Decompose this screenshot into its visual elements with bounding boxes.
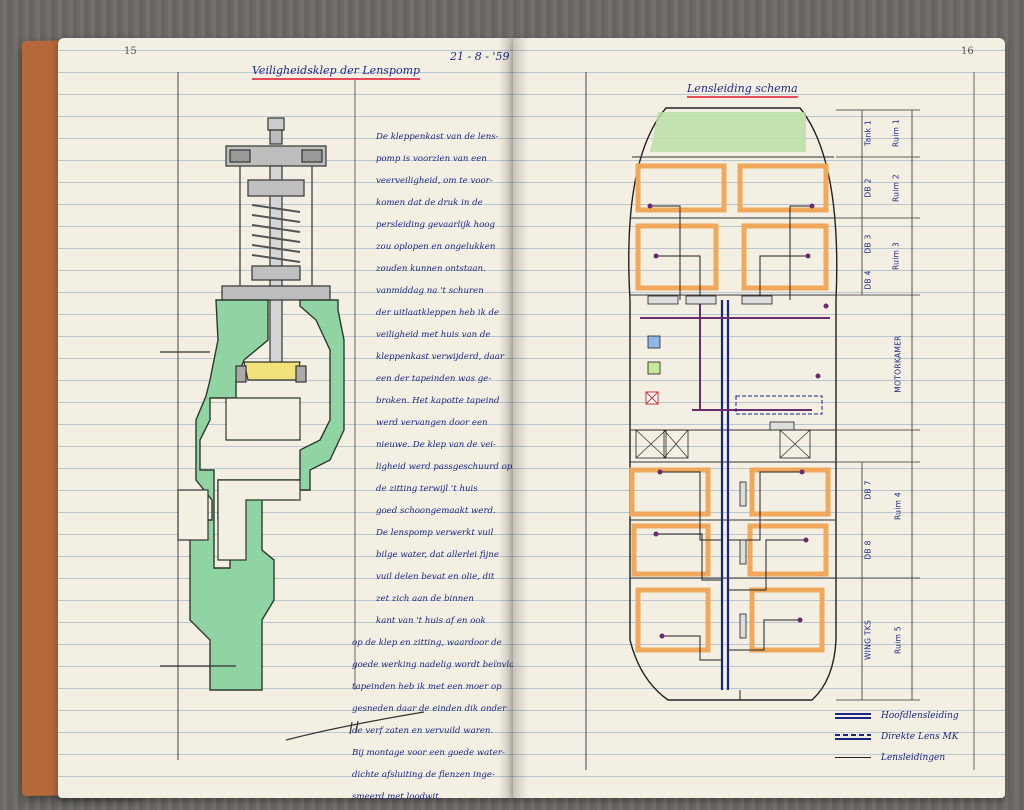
compartment-label: Ruim 5 xyxy=(893,626,903,654)
entry-date: 21 - 8 - '59 xyxy=(450,50,510,63)
text-line: kant van 't huis af en ook xyxy=(376,616,486,626)
text-line: vanmiddag na 't schuren xyxy=(376,286,484,296)
text-line: zouden kunnen ontstaan. xyxy=(376,264,486,274)
compartment-label: Tank 1 xyxy=(863,120,873,146)
hull-outline xyxy=(628,107,838,701)
text-line: kleppenkast verwijderd, daar xyxy=(376,352,504,362)
legend-item-direct: Direkte Lens MK xyxy=(835,726,959,747)
dashed-line-symbol xyxy=(835,733,871,741)
right-page-title-text: Lensleiding schema xyxy=(687,82,798,95)
text-line: een der tapeinden was ge- xyxy=(376,374,492,384)
tank-outlines xyxy=(629,163,831,653)
compartment-label: DB 7 xyxy=(863,480,873,500)
compartment-label: WING TKS xyxy=(863,619,873,661)
compartment-label: Ruim 3 xyxy=(891,242,901,270)
text-line: zet zich aan de binnen xyxy=(376,594,474,604)
compartment-label: DB 8 xyxy=(863,540,873,560)
legend-label: Lensleidingen xyxy=(881,752,946,763)
text-line: smeerd met loodwit. xyxy=(352,792,442,802)
compartment-label: MOTORKAMER xyxy=(893,335,903,393)
text-line: vuil delen bevat en olie, dit xyxy=(376,572,495,582)
main-bilge-line xyxy=(720,300,730,690)
single-line-symbol xyxy=(835,754,871,762)
text-line: broken. Het kapotte tapeind xyxy=(376,396,500,406)
text-line: goede werking nadelig wordt beïnvloed. D… xyxy=(352,660,543,670)
text-line: persleiding gevaarlijk hoog xyxy=(376,220,495,230)
text-line: ligheid werd passgeschuurd op xyxy=(376,462,513,472)
compartment-label: DB 3 xyxy=(863,234,873,254)
left-page-title-text: Veiligheidsklep der Lenspomp xyxy=(252,64,421,77)
left-page-number: 15 xyxy=(124,46,137,57)
handwritten-text: De kleppenkast van de lens-pomp is voorz… xyxy=(352,126,542,808)
text-line: dichte afsluiting de flenzen inge- xyxy=(352,770,495,780)
valve-chests xyxy=(647,295,795,639)
engine-block xyxy=(647,361,661,375)
signature-stroke xyxy=(285,711,425,741)
legend-label: Direkte Lens MK xyxy=(881,731,959,742)
compartment-label: Ruim 1 xyxy=(891,119,901,147)
book-gutter xyxy=(498,38,528,798)
legend-item-branch: Lensleidingen xyxy=(835,747,959,768)
compartment-label: DB 2 xyxy=(863,178,873,198)
text-line: tapeinden heb ik met een moer op xyxy=(352,682,502,692)
compartment-label: Ruim 4 xyxy=(893,492,903,520)
dimension-lines xyxy=(836,109,920,701)
tank-1-fill xyxy=(650,112,806,152)
text-line: De lenspomp verwerkt vuil xyxy=(376,528,494,538)
text-line: zou oplopen en ongelukken xyxy=(376,242,496,252)
text-line: De kleppenkast van de lens- xyxy=(376,132,499,142)
legend-item-main: Hoofdlensleiding xyxy=(835,705,959,726)
compartment-label: Ruim 2 xyxy=(891,174,901,202)
left-page-title: Veiligheidsklep der Lenspomp xyxy=(252,64,421,80)
text-line: der uitlaatkleppen heb ik de xyxy=(376,308,500,318)
text-line: goed schoongemaakt werd. xyxy=(376,506,496,516)
double-line-symbol xyxy=(835,712,871,720)
suction-points xyxy=(647,203,829,639)
text-line: op de klep en zitting, waardoor de xyxy=(352,638,502,648)
title-underline xyxy=(252,78,421,80)
compartment-label: DB 4 xyxy=(863,270,873,290)
text-line: veerveiligheid, om te voor- xyxy=(376,176,493,186)
engine-block xyxy=(647,335,661,349)
text-line: Bij montage voor een goede water- xyxy=(352,748,505,758)
text-line: bilge water, dat allerlei fijne xyxy=(376,550,499,560)
text-line: veiligheid met huis van de xyxy=(376,330,491,340)
text-line: gesneden daar de einden dik onder xyxy=(352,704,507,714)
valve-spring xyxy=(251,204,301,263)
right-page-number: 16 xyxy=(961,46,974,57)
right-page-title: Lensleiding schema xyxy=(687,82,798,98)
safety-valve-drawing xyxy=(160,117,345,691)
text-line: de zitting terwijl 't huis xyxy=(376,484,478,494)
branch-lines xyxy=(650,205,812,700)
bilge-piping-schematic xyxy=(628,107,920,701)
title-underline xyxy=(687,96,798,98)
legend-label: Hoofdlensleiding xyxy=(881,710,959,721)
text-line: werd vervangen door een xyxy=(376,418,488,428)
text-line: pomp is voorzien van een xyxy=(376,154,487,164)
text-line: komen dat de druk in de xyxy=(376,198,483,208)
text-line: de verf zaten en vervuild waren. xyxy=(352,726,494,736)
text-line: nieuwe. De klep van de vei- xyxy=(376,440,496,450)
schematic-legend: Hoofdlensleiding Direkte Lens MK Lenslei… xyxy=(835,705,959,768)
direct-bilge-line xyxy=(640,300,830,411)
